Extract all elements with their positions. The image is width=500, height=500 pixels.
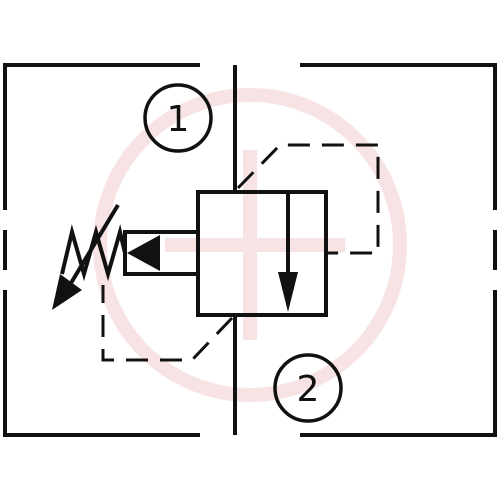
valve-spool-box xyxy=(196,190,328,317)
pilot-lines xyxy=(101,143,380,362)
flow-arrow-icon xyxy=(262,190,298,312)
port-1-marker: 1 xyxy=(143,83,213,153)
port-2-label: 2 xyxy=(297,369,320,410)
valve-envelope xyxy=(3,63,497,437)
port-1-label: 1 xyxy=(167,99,190,140)
port-2-marker: 2 xyxy=(273,353,343,423)
pilot-triangle-icon xyxy=(127,235,160,271)
adjustable-spring-icon xyxy=(52,203,127,310)
